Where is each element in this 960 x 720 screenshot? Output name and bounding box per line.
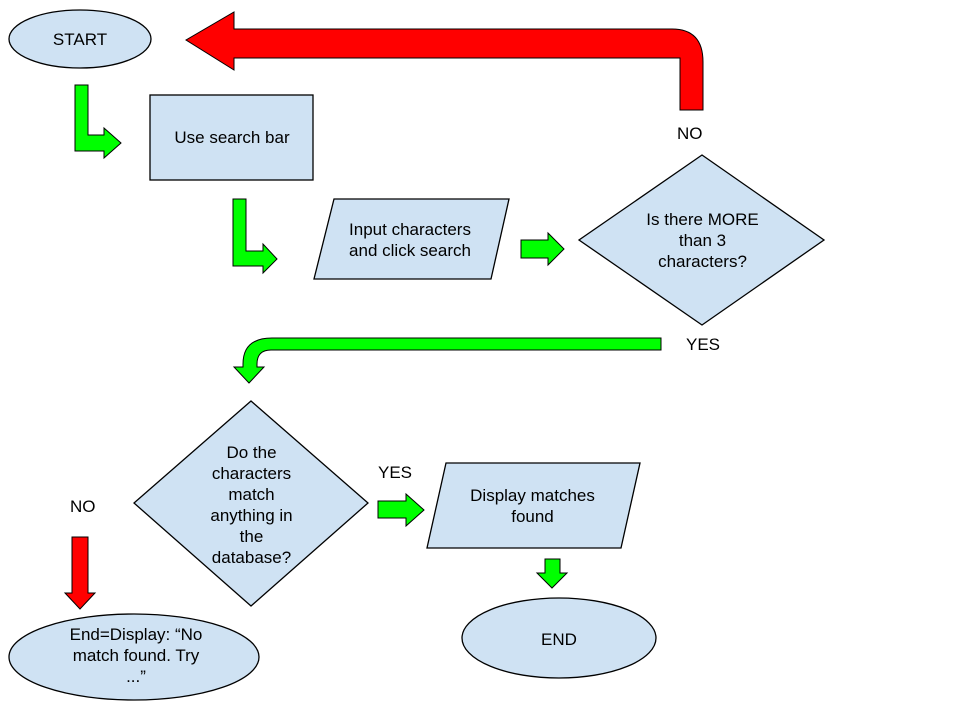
arrow-no-loop-to-start [185,11,704,111]
search-bar-node: Use search bar [174,127,290,147]
input-node-shape [313,198,510,280]
match-decision-shape [133,400,369,607]
length-no-label: NO [677,124,703,143]
match-no-label: NO [70,497,96,516]
match-yes-label: YES [378,463,413,482]
search-bar-node-shape [149,94,314,181]
arrow-input-to-decision [520,231,565,267]
arrow-search-to-input [232,198,278,275]
length-yes-label: YES [686,335,721,354]
display-matches-node: Display matches found [470,486,595,526]
arrow-yes-to-match-decision [232,337,662,384]
end-node: END [541,629,577,649]
end-no-match-node: End=Display: “No match found. Try ...” [69,624,203,686]
length-decision-node: Is there MORE than 3 characters? [646,209,759,271]
arrow-match-yes-to-display [377,492,425,528]
arrow-display-to-end [535,558,569,589]
start-node-shape [8,9,152,69]
input-node: Input characters and click search [349,219,471,260]
match-decision-node: Do the characters match anything in the … [210,443,293,567]
display-matches-node-shape [426,462,641,549]
arrow-start-to-search [74,84,122,160]
end-no-match-node-shape [8,613,260,701]
start-node: START [52,29,108,49]
arrow-match-no-to-end [63,536,97,610]
end-node-shape [461,597,657,679]
length-decision-shape [577,154,826,326]
